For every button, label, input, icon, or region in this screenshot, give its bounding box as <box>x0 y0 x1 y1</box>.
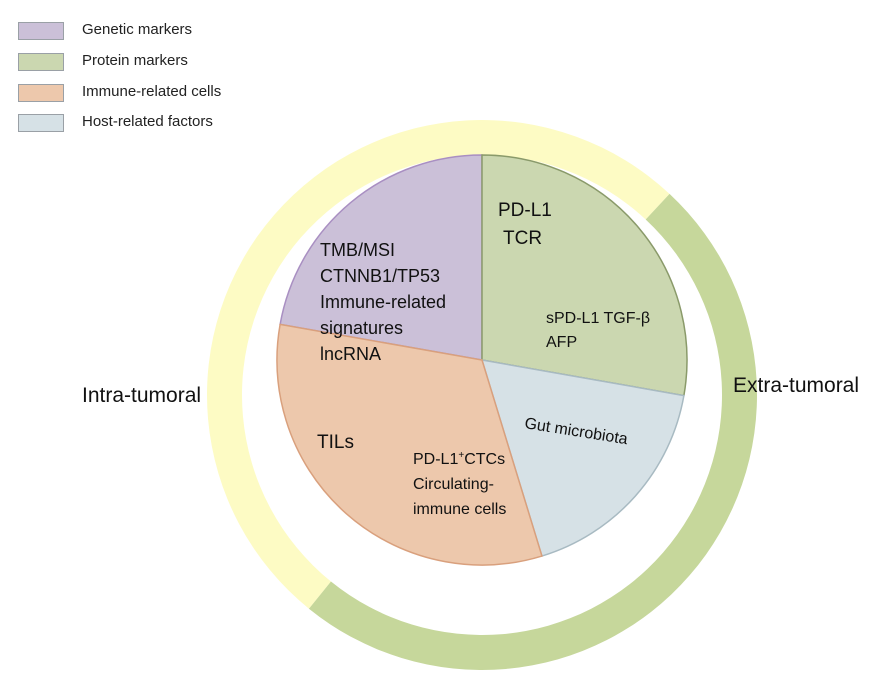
legend-label-host: Host-related factors <box>82 113 213 130</box>
legend-swatch-immune <box>18 84 64 102</box>
immune-ctc-sup: + <box>458 450 464 461</box>
label-intra-tumoral: Intra-tumoral <box>82 384 201 407</box>
immune-ctc-suffix: CTCs <box>464 451 505 468</box>
immune-line-2: immune cells <box>413 501 506 518</box>
immune-ctc-line: PD-L1+CTCs <box>413 450 505 468</box>
protein-bottom-line-1: sPD-L1 TGF-β <box>546 310 650 327</box>
genetic-line-5: lncRNA <box>320 344 381 364</box>
legend-swatch-protein <box>18 53 64 71</box>
legend-swatch-host <box>18 114 64 132</box>
protein-bottom-line-2: AFP <box>546 334 577 351</box>
ring-extra-tumoral <box>308 193 758 671</box>
legend-swatch-genetic <box>18 22 64 40</box>
segment-immune-cells <box>276 323 543 566</box>
segment-genetic-markers <box>279 154 483 361</box>
ring-intra-tumoral <box>207 120 670 609</box>
immune-tils: TILs <box>317 432 354 453</box>
immune-line-1: Circulating- <box>413 476 494 493</box>
legend-label-immune: Immune-related cells <box>82 83 222 100</box>
segment-host-factors <box>480 359 685 557</box>
label-extra-tumoral: Extra-tumoral <box>733 374 859 397</box>
genetic-line-3: Immune-related <box>320 292 446 312</box>
legend-label-genetic: Genetic markers <box>82 21 193 38</box>
legend-label-protein: Protein markers <box>82 52 188 69</box>
protein-top-line-2: TCR <box>503 228 542 249</box>
genetic-line-2: CTNNB1/TP53 <box>320 266 440 286</box>
genetic-line-1: TMB/MSI <box>320 240 395 260</box>
immune-ctc-prefix: PD-L1 <box>413 451 458 468</box>
segment-protein-markers <box>481 154 688 397</box>
protein-top-line-1: PD-L1 <box>498 200 552 221</box>
genetic-line-4: signatures <box>320 318 403 338</box>
